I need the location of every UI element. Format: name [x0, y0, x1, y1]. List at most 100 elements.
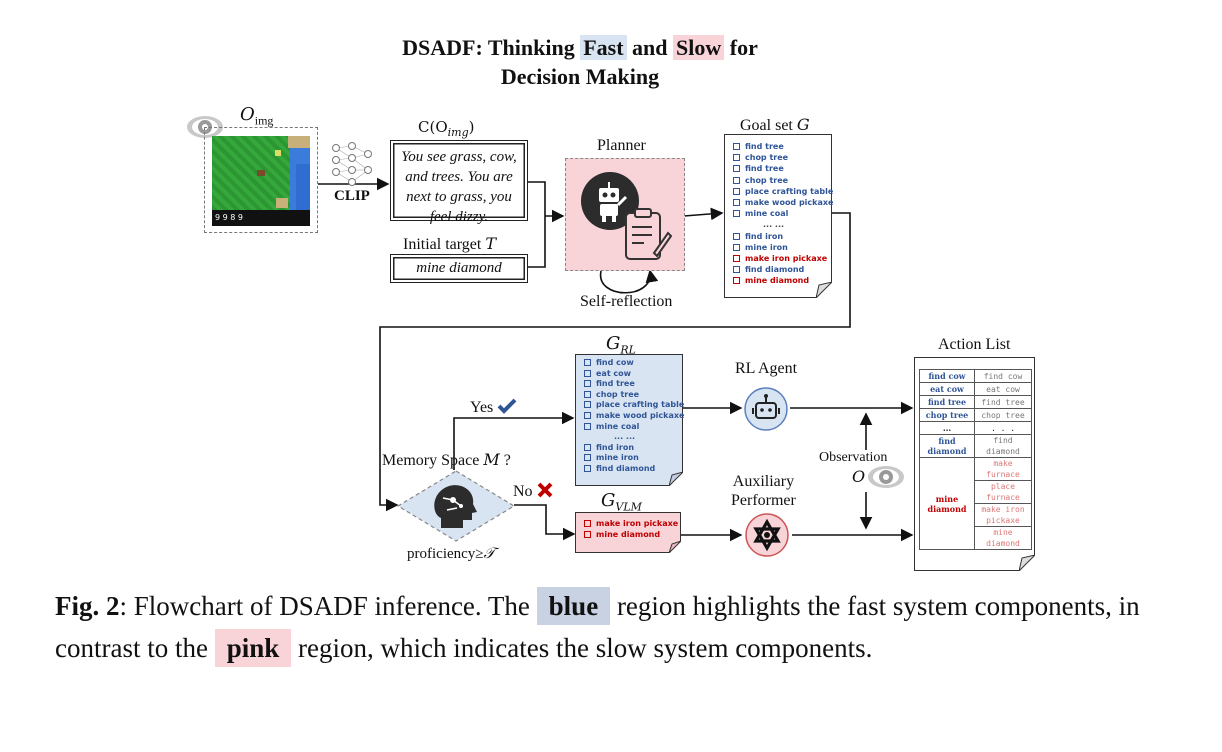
checkbox-icon — [584, 531, 591, 539]
yes-label: Yes — [470, 398, 517, 417]
goal-item: make wood pickaxe — [584, 411, 684, 422]
goal-item: mine iron — [584, 453, 684, 464]
goal-item: mine diamond — [584, 529, 678, 540]
checkbox-icon — [733, 210, 740, 218]
observation-label: Observation — [819, 450, 888, 465]
action-goal-cell: find tree — [919, 395, 975, 409]
robot-icon — [580, 171, 640, 236]
g-vlm-label: GVLM — [601, 490, 642, 514]
goal-item-text: find tree — [745, 164, 784, 174]
self-reflection-label: Self-reflection — [580, 293, 673, 310]
action-row: mine diamond — [920, 526, 1032, 550]
goal-item: find tree — [733, 163, 833, 174]
checkbox-icon — [733, 187, 740, 195]
checkbox-icon — [584, 454, 591, 462]
checkbox-icon — [733, 266, 740, 274]
action-goal-cell: chop tree — [919, 408, 975, 422]
caption-text-1: : Flowchart of DSADF inference. The — [119, 591, 537, 621]
g-rl-label: GRL — [606, 333, 636, 357]
rl-agent-icon — [744, 387, 788, 431]
goal-item-text: find tree — [596, 379, 635, 389]
aux-performer-icon — [745, 513, 789, 557]
goal-item-text: ... ... — [614, 432, 636, 442]
checkbox-icon — [584, 369, 591, 377]
action-step-cell: . . . — [974, 421, 1032, 435]
goal-item-text: mine iron — [596, 453, 639, 463]
goal-item: mine diamond — [733, 275, 833, 286]
observation-math: O — [852, 467, 866, 486]
goal-item-text: chop tree — [745, 175, 789, 185]
observation-eye-icon — [868, 466, 904, 488]
title-slow: Slow — [673, 35, 725, 60]
goal-item-text: chop tree — [596, 389, 640, 399]
rl-agent-label: RL Agent — [735, 360, 798, 377]
caption-text-box: You see grass, cow, and trees. You are n… — [390, 140, 528, 225]
checkbox-icon — [733, 232, 740, 240]
goal-item-text: mine iron — [745, 242, 788, 252]
title-prefix: DSADF: Thinking — [402, 35, 581, 60]
goal-item: find iron — [584, 443, 684, 454]
checkbox-icon — [584, 411, 591, 419]
goal-item: find tree — [733, 141, 833, 152]
action-goal-cell: find diamond — [919, 434, 975, 458]
title-fast: Fast — [580, 35, 627, 60]
proficiency-label: proficiency≥𝒯 — [407, 544, 496, 562]
goal-item-text: mine coal — [596, 421, 640, 431]
checkbox-icon — [584, 443, 591, 451]
caption-box-label: C(Oimg) — [418, 118, 475, 139]
checkbox-icon — [584, 380, 591, 388]
goal-item-text: mine diamond — [745, 276, 810, 286]
goal-item-text: chop tree — [745, 153, 789, 163]
checkbox-icon — [584, 464, 591, 472]
checkbox-icon — [733, 277, 740, 285]
action-step-cell: mine diamond — [974, 526, 1032, 550]
brain-head-icon — [434, 485, 477, 528]
obs-image-frame — [204, 127, 318, 233]
neural-network-icon — [330, 140, 374, 191]
goal-item: ... ... — [584, 432, 684, 443]
clipboard-icon — [624, 207, 673, 268]
checkbox-icon — [733, 199, 740, 207]
goal-item-text: make iron pickaxe — [745, 254, 828, 264]
caption-pink-chip: pink — [214, 629, 292, 667]
caption-blue-chip: blue — [536, 587, 611, 625]
g-vlm-list: make iron pickaxe mine diamond — [584, 518, 678, 540]
action-step-cell: chop tree — [974, 408, 1032, 422]
goal-item-text: make wood pickaxe — [596, 410, 685, 420]
checkbox-icon — [584, 401, 591, 409]
goal-item-text: make iron pickaxe — [596, 519, 679, 528]
goal-item: find tree — [584, 379, 684, 390]
goal-item: mine coal — [584, 422, 684, 433]
checkbox-icon — [733, 143, 740, 150]
planner-label: Planner — [597, 137, 646, 154]
target-label: Initial target T — [403, 234, 497, 253]
goal-item-text: find diamond — [596, 463, 656, 473]
goal-item-text: eat cow — [596, 368, 632, 378]
g-vlm-document: make iron pickaxe mine diamond — [575, 512, 681, 553]
goal-item: chop tree — [584, 390, 684, 401]
clip-label: CLIP — [334, 188, 370, 204]
action-step-cell: make iron pickaxe — [974, 503, 1032, 527]
checkbox-icon — [733, 176, 740, 184]
goal-item: chop tree — [733, 175, 833, 186]
goal-item: place crafting table — [733, 186, 833, 197]
planner-box — [565, 158, 685, 271]
goal-item-text: place crafting table — [596, 400, 685, 410]
game-screenshot: 9 9 8 9 — [212, 136, 310, 226]
goal-item: ... ... — [733, 219, 833, 230]
game-hud: 9 9 8 9 — [212, 210, 310, 226]
goal-item-text: find diamond — [745, 265, 805, 275]
goal-item-text: mine diamond — [596, 530, 661, 540]
goal-item: make wood pickaxe — [733, 197, 833, 208]
caption-fig-number: Fig. 2 — [55, 591, 120, 621]
goal-item: place crafting table — [584, 400, 684, 411]
action-goal-cell: ... — [919, 421, 975, 435]
no-label: No — [513, 482, 553, 501]
